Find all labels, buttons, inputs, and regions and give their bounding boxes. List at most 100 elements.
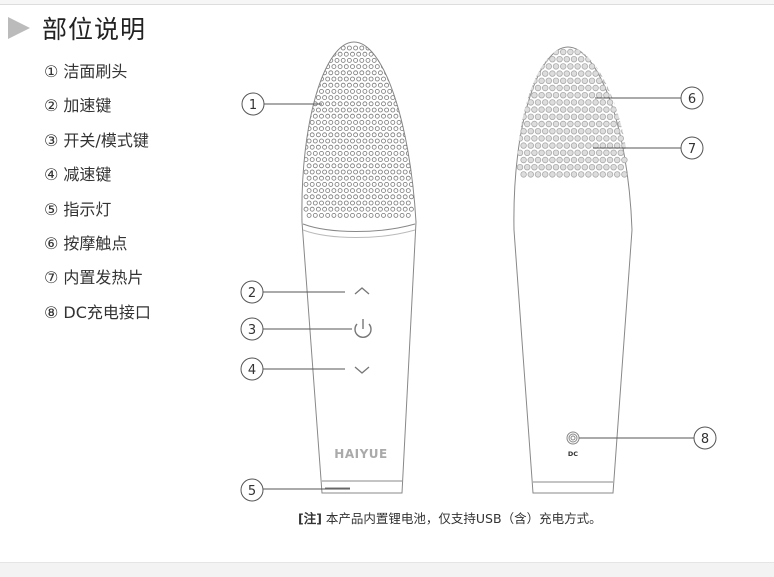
dot <box>549 99 556 106</box>
dot <box>599 156 606 164</box>
dot <box>617 135 624 142</box>
dot <box>621 84 628 92</box>
dot <box>346 70 352 76</box>
dot <box>588 135 596 142</box>
dot <box>621 56 628 63</box>
dot <box>356 175 362 181</box>
dot <box>381 101 386 107</box>
dot <box>381 76 386 82</box>
dot <box>334 181 340 187</box>
dot <box>303 58 309 63</box>
dot <box>331 89 337 94</box>
dot <box>337 150 343 156</box>
dot <box>588 106 596 113</box>
dot <box>610 135 617 142</box>
dot <box>524 163 531 171</box>
dot <box>312 126 318 132</box>
dot <box>402 206 408 212</box>
dot <box>303 107 309 113</box>
dot <box>396 157 402 163</box>
dot <box>574 48 581 56</box>
dot <box>538 48 545 56</box>
dot <box>337 138 343 144</box>
dot <box>381 175 386 181</box>
dot <box>334 82 340 88</box>
dot <box>542 171 549 178</box>
dot <box>306 51 312 57</box>
dot <box>393 76 399 82</box>
dot <box>377 58 383 63</box>
dot <box>399 188 405 194</box>
dot <box>319 212 324 218</box>
dc-port-icon <box>566 431 580 445</box>
dot <box>362 126 368 132</box>
dot <box>390 194 396 200</box>
dot <box>306 175 312 181</box>
dot <box>356 138 362 144</box>
chevron-up-icon <box>354 287 370 295</box>
dot <box>331 150 337 156</box>
dot <box>516 48 524 56</box>
dot <box>390 132 396 138</box>
dot <box>371 169 377 175</box>
dot <box>337 188 343 194</box>
dot <box>384 144 390 150</box>
dot <box>599 70 606 77</box>
dot <box>328 169 334 175</box>
dot <box>610 106 617 113</box>
dot <box>396 120 402 125</box>
dot <box>603 91 610 99</box>
dot <box>390 70 396 76</box>
dot <box>549 84 556 92</box>
dot <box>408 95 414 100</box>
dot <box>384 95 390 100</box>
dot <box>374 212 380 218</box>
dot <box>599 113 606 120</box>
dot <box>408 107 414 113</box>
dot <box>617 63 624 70</box>
dot <box>531 149 538 156</box>
dot <box>381 212 386 218</box>
dot <box>377 157 383 163</box>
dot <box>377 144 383 150</box>
dot <box>396 132 402 138</box>
dot <box>371 82 377 88</box>
dot <box>309 120 315 125</box>
dot <box>350 101 355 107</box>
dot <box>399 51 405 57</box>
dot <box>524 91 531 99</box>
dot <box>340 70 346 76</box>
dot <box>578 70 585 77</box>
dot <box>390 144 396 150</box>
dot <box>545 91 552 99</box>
dot <box>556 84 563 92</box>
dot <box>516 120 524 128</box>
dot <box>374 188 380 194</box>
dot <box>325 113 331 119</box>
dot <box>328 132 334 138</box>
dot <box>315 107 321 113</box>
dot <box>322 194 328 200</box>
dot <box>365 107 371 113</box>
dot <box>343 150 349 156</box>
dot <box>309 82 315 88</box>
dot <box>350 175 355 181</box>
dot <box>362 163 368 169</box>
dot <box>309 181 315 187</box>
dot <box>402 82 408 88</box>
dot <box>350 126 355 132</box>
dot <box>337 126 343 132</box>
dot <box>346 120 352 125</box>
dot <box>592 171 599 178</box>
dot <box>309 45 315 51</box>
dot <box>524 48 531 56</box>
dot <box>365 58 371 63</box>
dot <box>560 48 567 56</box>
dot <box>365 132 371 138</box>
dot <box>356 113 362 119</box>
dot <box>362 150 368 156</box>
dot <box>350 89 355 94</box>
dot <box>545 106 552 113</box>
dot <box>581 106 588 113</box>
dot <box>610 91 617 99</box>
